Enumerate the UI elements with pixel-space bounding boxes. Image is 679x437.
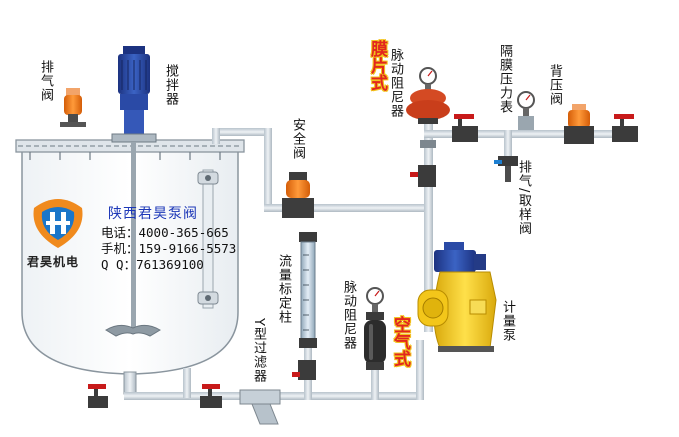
label-diaphragm-gauge: 隔膜压力表 xyxy=(497,44,512,114)
safety-valve xyxy=(282,172,314,218)
agitator xyxy=(105,46,161,337)
label-back-pressure-valve: 背压阀 xyxy=(547,64,562,106)
label-pulse-damper-bottom: 脉动阻尼器 xyxy=(341,280,356,350)
pulse-damper-top xyxy=(406,67,450,124)
label-agitator: 搅拌器 xyxy=(163,64,178,106)
label-pulse-damper-top: 脉动阻尼器 xyxy=(388,48,403,118)
y-filter xyxy=(239,389,281,425)
metering-pump xyxy=(417,242,497,352)
brand-logo xyxy=(33,199,83,248)
label-tank-exhaust-valve: 排气阀 xyxy=(38,60,53,102)
brand-name: 君昊机电 xyxy=(27,255,80,269)
back-pressure-valve xyxy=(564,104,594,144)
company-mobile: 手机：159-9166-5573 xyxy=(101,241,237,256)
label-exhaust-sampling-valve: 排气/取样阀 xyxy=(516,160,531,236)
tank-exhaust-valve xyxy=(60,88,86,127)
label-air-type: 空气式 xyxy=(390,316,410,367)
ball-valves xyxy=(88,114,638,408)
label-metering-pump: 计量泵 xyxy=(500,300,515,342)
company-phone: 电话：4000-365-665 xyxy=(101,225,229,240)
pulse-damper-bottom xyxy=(364,287,386,370)
label-safety-valve: 安全阀 xyxy=(290,118,305,160)
exhaust-sampling-valve xyxy=(494,156,518,182)
label-flow-column: 流量标定柱 xyxy=(276,254,291,324)
label-y-filter: Y型过滤器 xyxy=(251,318,266,383)
diaphragm-pressure-gauge xyxy=(517,91,535,130)
label-diaphragm-type: 膜片式 xyxy=(367,40,387,91)
company-qq: Q Q：761369100 xyxy=(101,257,204,272)
flow-column xyxy=(299,232,317,348)
company-name: 陕西君昊泵阀 xyxy=(108,206,198,222)
